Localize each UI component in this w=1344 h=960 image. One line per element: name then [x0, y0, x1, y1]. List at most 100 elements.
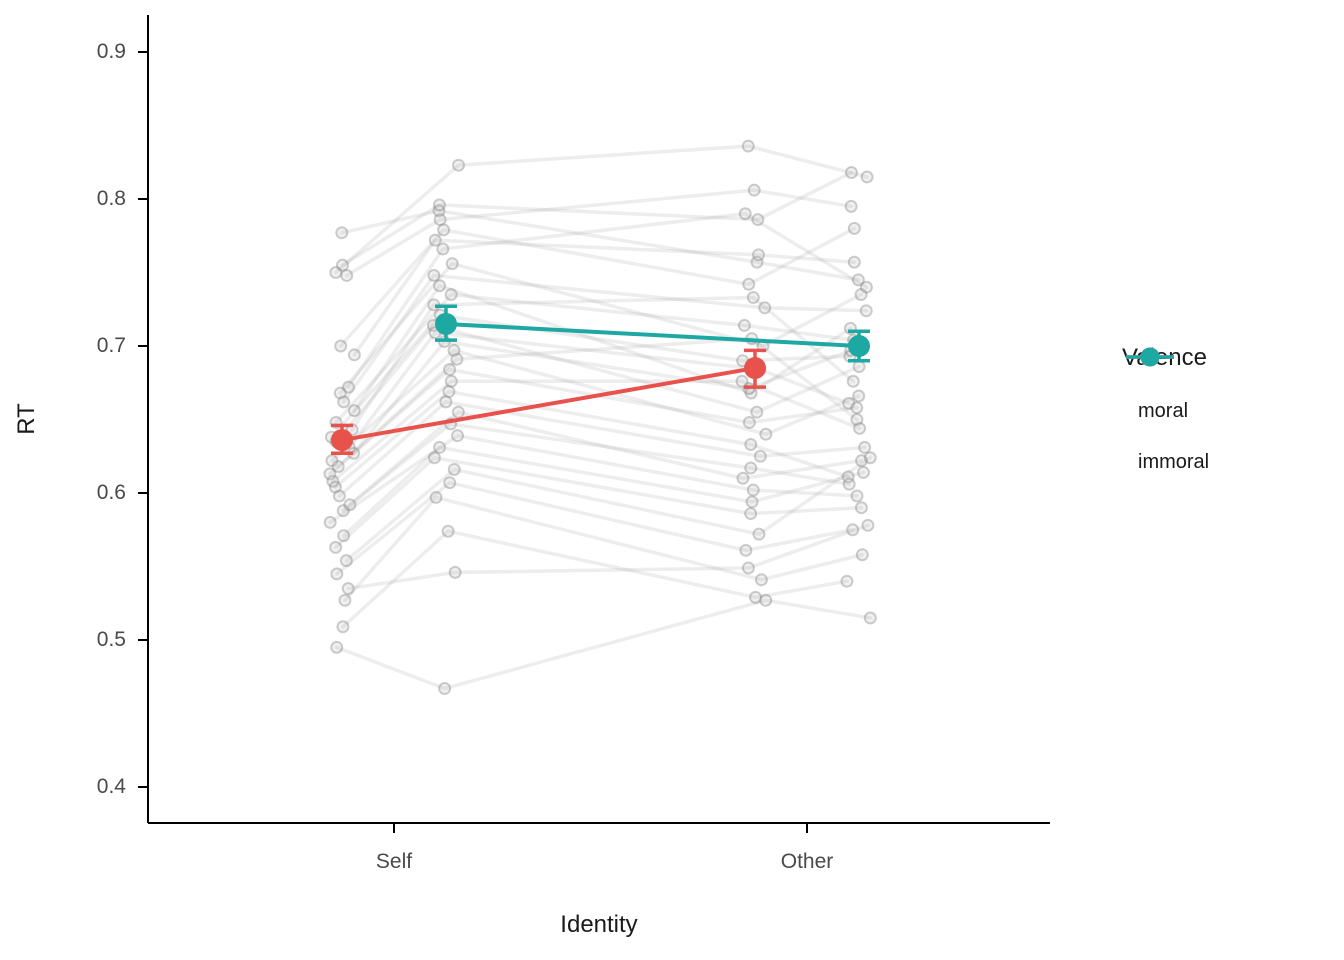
subject-line: [344, 188, 853, 278]
subject-point: [347, 348, 361, 362]
subject-point: [335, 226, 349, 240]
subject-line: [341, 422, 851, 513]
subject-point: [741, 139, 755, 153]
subject-point: [842, 396, 856, 410]
subject-point: [863, 611, 877, 625]
subject-point: [333, 386, 347, 400]
legend-item-immoral: immoral: [1122, 347, 1332, 477]
subject-point: [428, 233, 442, 247]
subject-line: [352, 238, 857, 357]
mean-point-immoral-self: [435, 312, 457, 335]
subject-point: [841, 470, 855, 484]
subject-point: [339, 554, 353, 568]
subject-point: [754, 573, 768, 587]
subject-point: [746, 290, 760, 304]
subject-point: [739, 543, 753, 557]
subject-point: [337, 529, 351, 543]
subject-point: [736, 471, 750, 485]
x-axis-title: Identity: [560, 911, 638, 938]
subject-point: [840, 574, 854, 588]
subject-line: [333, 455, 864, 550]
subject-point: [750, 255, 764, 269]
subject-line: [338, 226, 857, 348]
y-axis-tick-label: 0.9: [96, 40, 126, 63]
y-axis-tick-label: 0.7: [96, 334, 126, 357]
subject-point: [751, 213, 765, 227]
subject-point: [429, 490, 443, 504]
subject-point: [335, 258, 349, 272]
subject-point: [340, 268, 354, 282]
subject-point: [427, 451, 441, 465]
subject-line: [334, 598, 873, 691]
subject-point: [850, 489, 864, 503]
subject-point: [855, 548, 869, 562]
subject-point: [852, 360, 866, 374]
subject-point: [433, 213, 447, 227]
subject-point: [323, 515, 337, 529]
subject-point: [447, 462, 461, 476]
subject-point: [329, 266, 343, 279]
x-axis-tick-label-self: Self: [375, 850, 413, 873]
subject-line: [340, 170, 854, 267]
subject-point: [445, 257, 459, 271]
subject-line: [336, 336, 859, 469]
subject-line: [341, 445, 866, 538]
mean-line-immoral: [445, 321, 860, 348]
subject-line: [346, 211, 869, 389]
subject-point: [744, 461, 758, 475]
subject-line: [338, 261, 863, 395]
y-axis-title: RT: [13, 403, 40, 435]
subject-point: [325, 454, 339, 468]
subject-point: [451, 405, 465, 419]
subject-point: [326, 474, 340, 488]
subject-point: [847, 221, 861, 235]
subject-point: [861, 518, 875, 532]
subject-point: [749, 590, 763, 604]
subject-point: [863, 451, 877, 465]
x-axis-tick-label-other: Other: [780, 850, 834, 873]
subject-point: [329, 540, 343, 554]
subject-point: [330, 640, 344, 654]
subject-point: [844, 199, 858, 213]
subject-point: [443, 476, 457, 490]
subject-point: [859, 304, 873, 318]
subject-point: [858, 440, 872, 454]
subject-point: [341, 380, 355, 394]
subject-point: [842, 477, 856, 491]
subject-point: [846, 523, 860, 537]
subject-point: [438, 682, 452, 696]
subject-point: [447, 343, 461, 357]
subject-point: [444, 288, 458, 302]
subject-line: [352, 283, 853, 413]
subject-line: [335, 480, 855, 576]
subject-point: [442, 385, 456, 399]
subject-point: [737, 318, 751, 332]
subject-point: [851, 273, 865, 287]
subject-point: [859, 280, 873, 294]
subject-point: [741, 561, 755, 575]
subject-point: [856, 465, 870, 479]
subject-point: [448, 565, 462, 579]
subject-point: [751, 248, 765, 262]
subject-line: [340, 208, 861, 282]
mean-line-moral: [341, 366, 756, 443]
subject-point: [347, 404, 361, 418]
subject-point: [744, 437, 758, 451]
subject-point: [844, 166, 858, 180]
subject-line: [343, 495, 865, 603]
subject-point: [852, 389, 866, 403]
subject-point: [452, 158, 466, 172]
subject-point: [432, 204, 446, 218]
subject-point: [451, 429, 465, 443]
legend-key-icon: [1126, 347, 1174, 367]
subject-point: [744, 507, 758, 521]
mean-point-moral-other: [744, 357, 766, 380]
subject-point: [853, 421, 867, 435]
subject-point: [432, 198, 446, 212]
subject-point: [860, 170, 874, 184]
y-axis-tick-label: 0.6: [96, 481, 126, 504]
subject-line: [333, 389, 850, 489]
subject-line: [348, 410, 864, 507]
